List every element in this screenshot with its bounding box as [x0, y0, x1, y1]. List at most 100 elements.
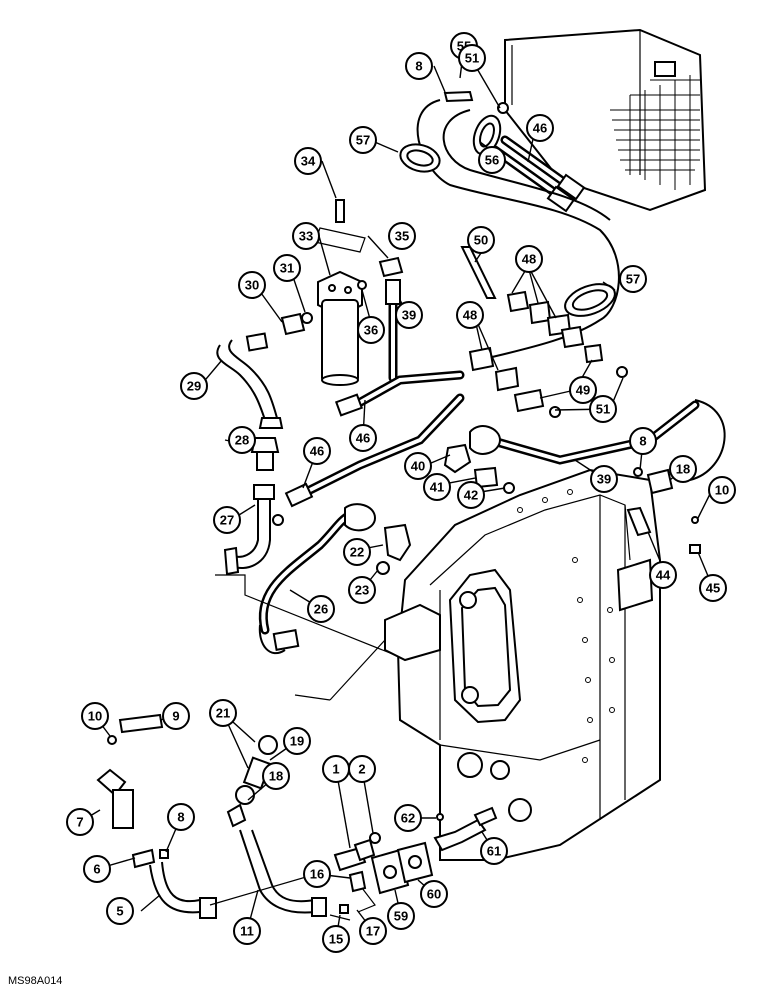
callout-label: 26 — [314, 602, 328, 617]
callout-label: 48 — [463, 308, 477, 323]
callout-label: 18 — [269, 769, 283, 784]
callout-label: 9 — [172, 709, 179, 724]
callout-label: 6 — [93, 862, 100, 877]
callout-15: 15 — [322, 925, 350, 953]
callout-44: 44 — [649, 561, 677, 589]
callout-62: 62 — [394, 804, 422, 832]
fitting-7 — [96, 768, 134, 829]
callout-label: 48 — [522, 252, 536, 267]
callout-label: 61 — [487, 844, 501, 859]
callout-label: 16 — [310, 867, 324, 882]
callout-label: 60 — [427, 887, 441, 902]
callout-label: 8 — [639, 434, 646, 449]
callout-26: 26 — [307, 595, 335, 623]
callout-8: 8 — [405, 52, 433, 80]
callout-7: 7 — [66, 808, 94, 836]
callout-23: 23 — [348, 576, 376, 604]
tube-5 — [149, 861, 217, 919]
clamp-blocks — [468, 290, 628, 418]
callout-18: 18 — [262, 762, 290, 790]
filter-assembly — [317, 270, 363, 386]
oil-cooler — [504, 28, 707, 212]
callout-6: 6 — [83, 855, 111, 883]
callout-label: 29 — [187, 379, 201, 394]
grommet-57-right — [564, 283, 616, 317]
callout-56: 56 — [478, 146, 506, 174]
callout-30: 30 — [238, 271, 266, 299]
cooler-hoses — [490, 135, 586, 213]
callout-45: 45 — [699, 574, 727, 602]
callout-label: 35 — [395, 229, 409, 244]
callout-28: 28 — [228, 426, 256, 454]
callout-label: 44 — [656, 568, 671, 583]
pipe-61 — [433, 806, 498, 852]
callout-18: 18 — [669, 455, 697, 483]
callout-label: 41 — [430, 480, 444, 495]
callout-42: 42 — [457, 481, 485, 509]
callout-60: 60 — [420, 880, 448, 908]
callout-8: 8 — [629, 427, 657, 455]
callout-label: 42 — [464, 488, 478, 503]
callout-1: 1 — [322, 755, 350, 783]
tube-29 — [216, 332, 284, 429]
callout-label: 22 — [350, 545, 364, 560]
callout-label: 17 — [366, 924, 380, 939]
callout-label: 62 — [401, 811, 415, 826]
callout-57: 57 — [349, 126, 377, 154]
callout-label: 45 — [706, 581, 720, 596]
callout-label: 39 — [597, 472, 611, 487]
callout-label: 1 — [332, 762, 339, 777]
callout-10: 10 — [708, 476, 736, 504]
callout-label: 40 — [411, 459, 425, 474]
callout-2: 2 — [348, 755, 376, 783]
callout-36: 36 — [357, 316, 385, 344]
callout-label: 7 — [76, 815, 83, 830]
callout-label: 28 — [235, 433, 249, 448]
callout-label: 10 — [715, 483, 729, 498]
callout-5: 5 — [106, 897, 134, 925]
callout-label: 51 — [465, 51, 479, 66]
callout-label: 56 — [485, 153, 499, 168]
callout-label: 23 — [355, 583, 369, 598]
callout-label: 36 — [364, 323, 378, 338]
callout-51: 51 — [458, 44, 486, 72]
callout-label: 50 — [474, 233, 488, 248]
callout-11: 11 — [233, 917, 261, 945]
callout-41: 41 — [423, 473, 451, 501]
callout-label: 27 — [220, 513, 234, 528]
callout-label: 57 — [626, 272, 640, 287]
hose-21-19 — [226, 735, 278, 828]
fitting-1 — [333, 832, 381, 872]
callout-label: 34 — [301, 154, 316, 169]
callout-label: 2 — [358, 762, 365, 777]
callout-label: 18 — [676, 462, 690, 477]
callout-48: 48 — [515, 245, 543, 273]
callout-16: 16 — [303, 860, 331, 888]
callout-label: 49 — [576, 383, 590, 398]
callout-label: 15 — [329, 932, 343, 947]
callout-10: 10 — [81, 702, 109, 730]
callout-50: 50 — [467, 226, 495, 254]
callout-label: 46 — [310, 444, 324, 459]
callout-label: 59 — [394, 909, 408, 924]
callout-39: 39 — [590, 465, 618, 493]
callout-33: 33 — [292, 222, 320, 250]
callout-label: 46 — [356, 431, 370, 446]
callout-label: 33 — [299, 229, 313, 244]
drawing-code: MS98A014 — [8, 975, 63, 987]
callout-59: 59 — [387, 902, 415, 930]
callout-40: 40 — [404, 452, 432, 480]
callout-21: 21 — [209, 699, 237, 727]
callout-51: 51 — [589, 395, 617, 423]
callout-8: 8 — [167, 803, 195, 831]
callout-label: 31 — [280, 261, 294, 276]
callout-27: 27 — [213, 506, 241, 534]
callout-22: 22 — [343, 538, 371, 566]
callout-label: 39 — [402, 308, 416, 323]
callout-label: 8 — [415, 59, 422, 74]
callout-49: 49 — [569, 376, 597, 404]
tube-27 — [223, 484, 284, 576]
grommet-57-top — [399, 143, 441, 173]
callout-17: 17 — [359, 917, 387, 945]
